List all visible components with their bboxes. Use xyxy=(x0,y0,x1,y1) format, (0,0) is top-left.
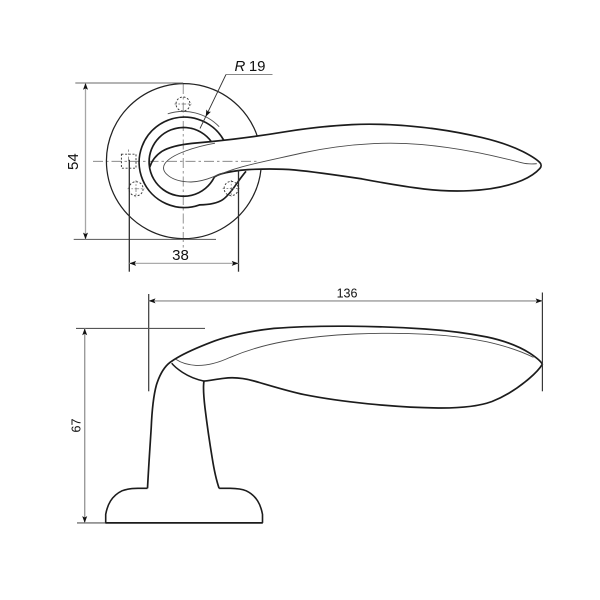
svg-text:38: 38 xyxy=(172,247,189,264)
svg-text:136: 136 xyxy=(337,286,358,300)
svg-text:67: 67 xyxy=(70,419,84,433)
svg-text:54: 54 xyxy=(65,153,82,170)
svg-text:R19: R19 xyxy=(235,58,266,75)
